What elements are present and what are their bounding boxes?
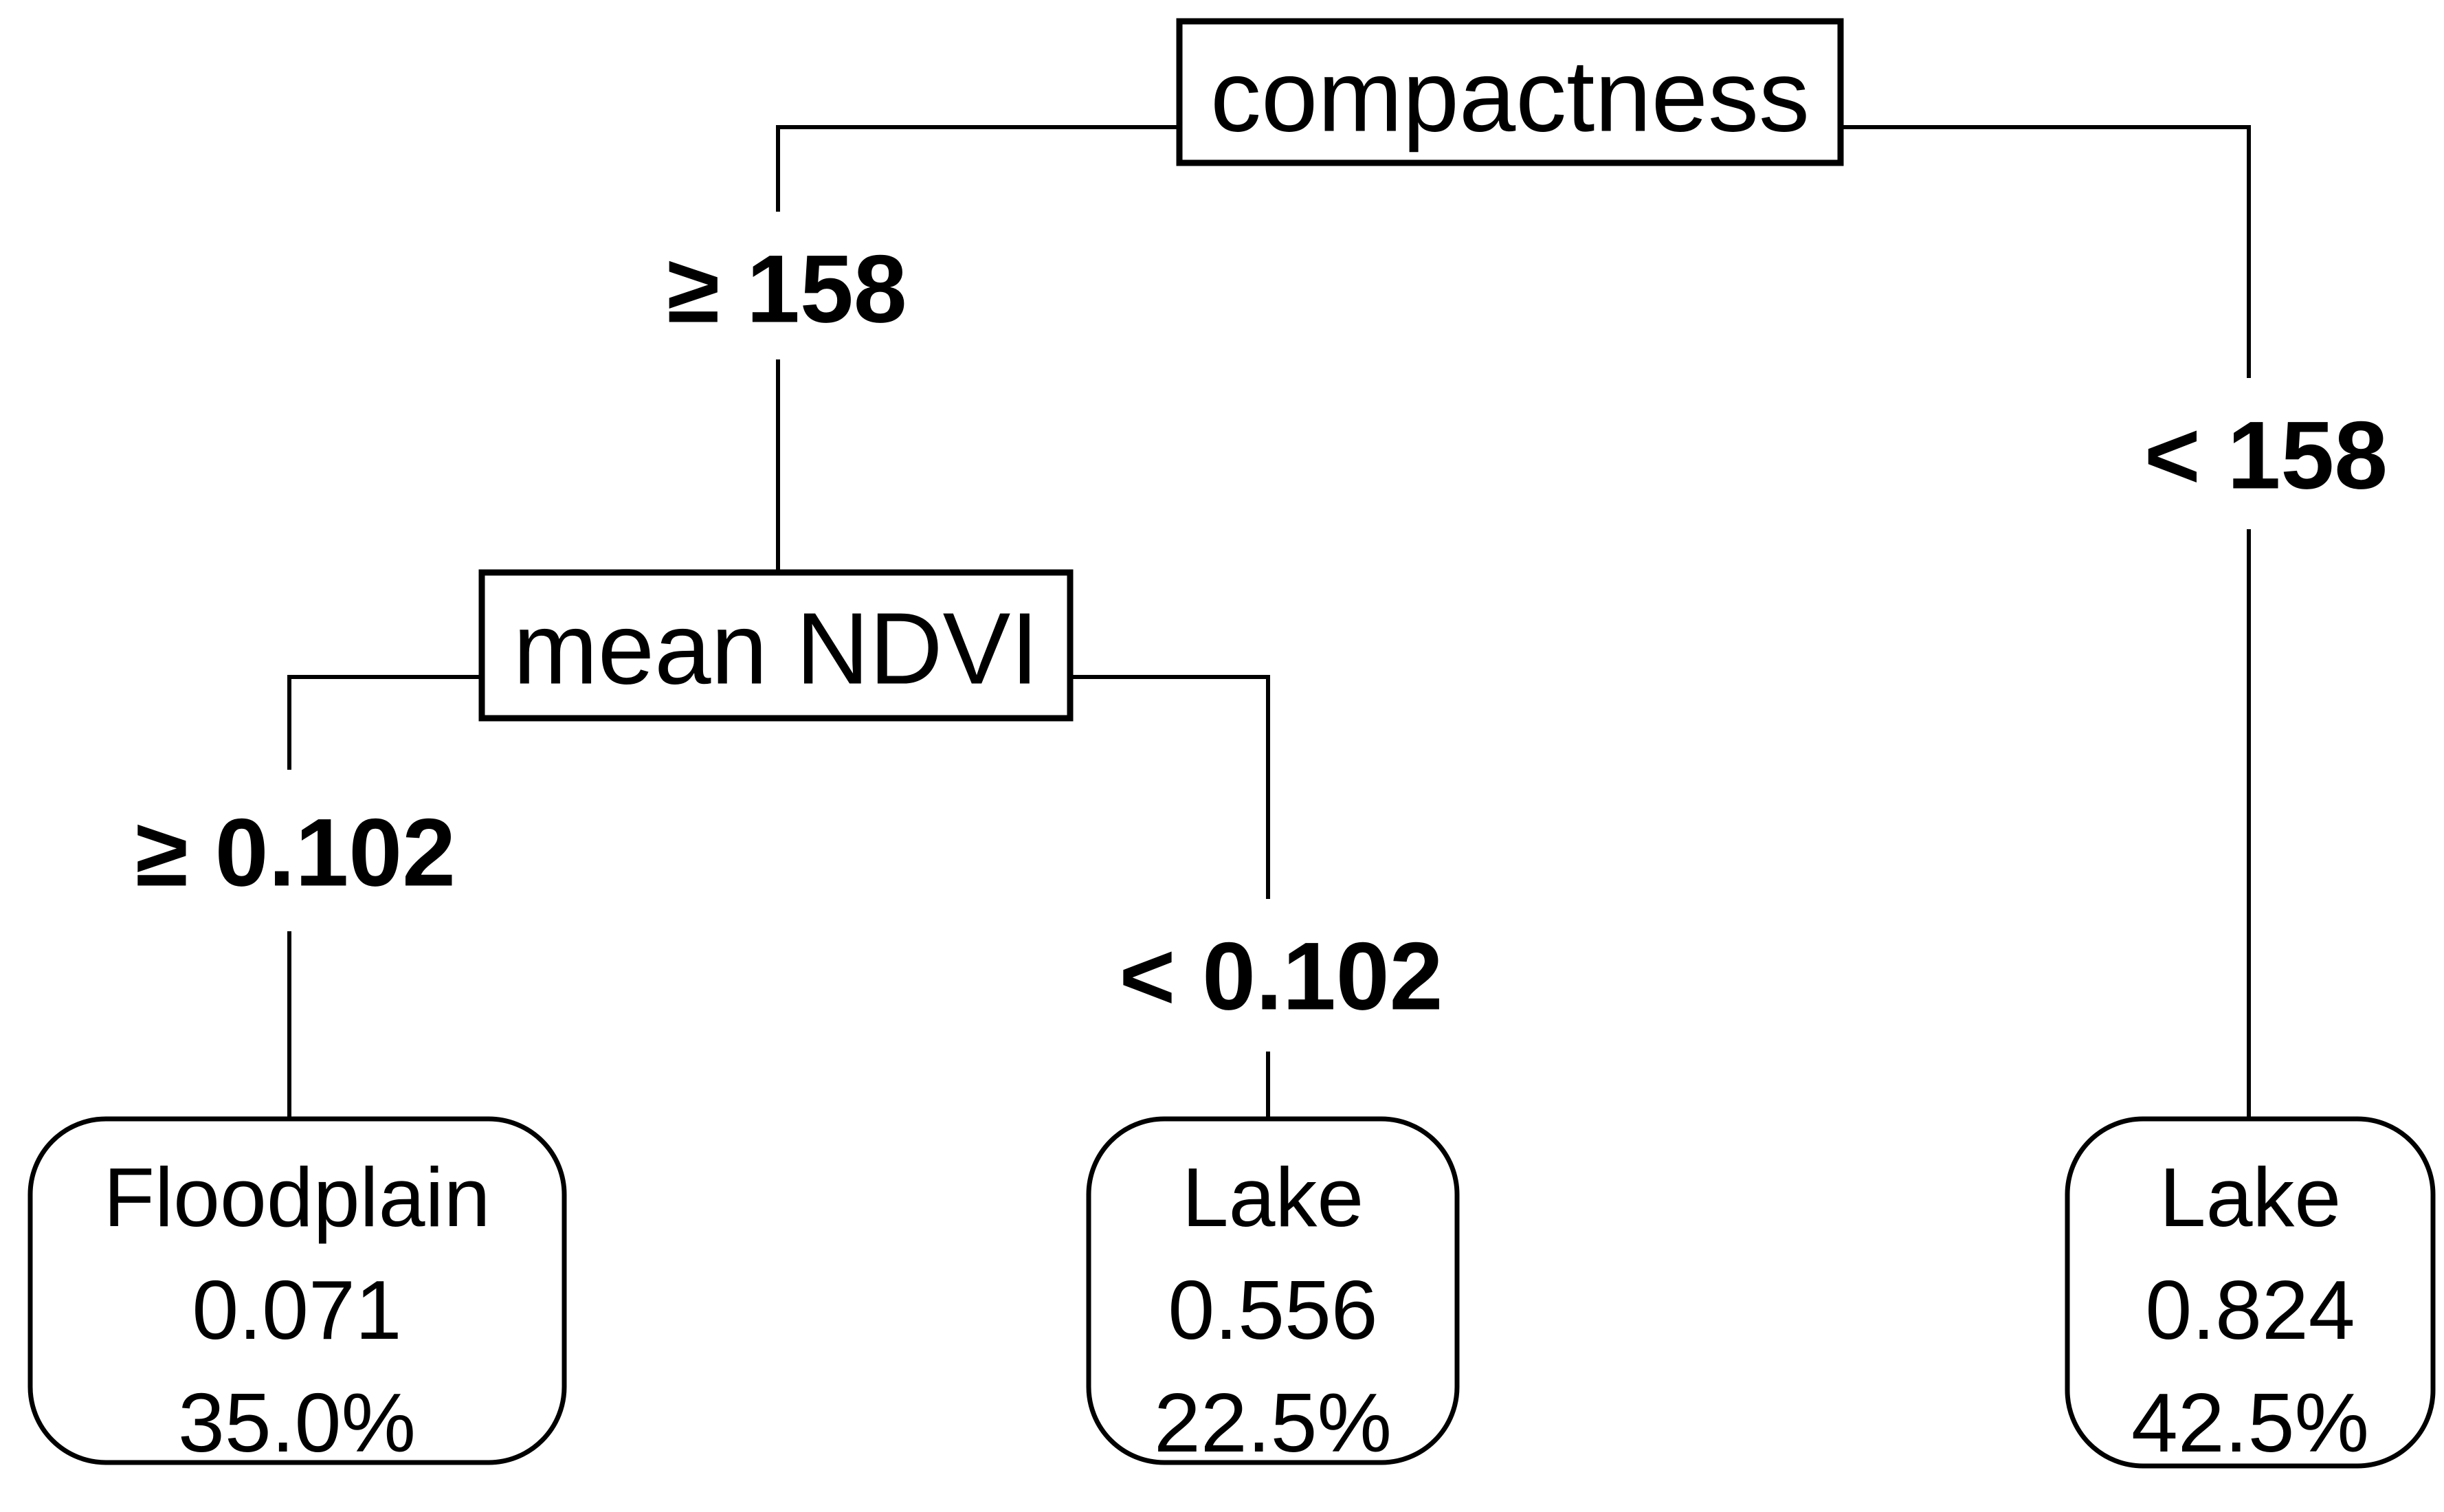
- leaf-box-lake-right: [2065, 1116, 2436, 1469]
- leaf-node-lake-middle: Lake 0.556 22.5%: [1086, 1116, 1460, 1469]
- leaf-floodplain-probability: 0.071: [192, 1263, 401, 1357]
- root-node-label: compactness: [1210, 40, 1810, 153]
- edge-label-mask-root-left: [629, 212, 938, 359]
- leaf-box-floodplain: [27, 1116, 567, 1465]
- edge-label-mask-ndvi-right: [1094, 899, 1469, 1052]
- edge-label-mask-root-right: [2110, 378, 2419, 529]
- leaf-node-floodplain: Floodplain 0.071 35.0%: [27, 1116, 567, 1469]
- edge-root-to-lake-right: [1841, 125, 2251, 1119]
- root-node-box: [1176, 18, 1844, 166]
- leaf-lake-right-probability: 0.824: [2145, 1263, 2355, 1357]
- leaf-box-lake-middle: [1086, 1116, 1460, 1465]
- edge-label-ndvi-left: ≥ 0.102: [135, 799, 456, 907]
- edge-label-root-left: ≥ 158: [667, 235, 907, 343]
- edge-label-ndvi-right: < 0.102: [1120, 922, 1443, 1030]
- leaf-lake-right-coverage: 42.5%: [2131, 1376, 2369, 1469]
- leaf-floodplain-class: Floodplain: [104, 1150, 491, 1244]
- leaf-lake-right-class: Lake: [2159, 1150, 2342, 1244]
- leaf-lake-middle-coverage: 22.5%: [1154, 1376, 1392, 1469]
- internal-node-box: [478, 569, 1074, 722]
- edge-ndvi-to-floodplain: [287, 675, 482, 1119]
- leaf-lake-middle-class: Lake: [1182, 1150, 1364, 1244]
- leaf-floodplain-coverage: 35.0%: [178, 1376, 416, 1469]
- edge-ndvi-to-lake-middle: [1070, 675, 1270, 1119]
- leaf-lake-middle-probability: 0.556: [1168, 1263, 1377, 1357]
- internal-node-label: mean NDVI: [513, 592, 1039, 706]
- edge-root-to-ndvi: [776, 125, 1179, 572]
- edge-label-mask-ndvi-left: [107, 770, 481, 931]
- edge-label-root-right: < 158: [2144, 401, 2388, 509]
- leaf-node-lake-right: Lake 0.824 42.5%: [2065, 1116, 2436, 1469]
